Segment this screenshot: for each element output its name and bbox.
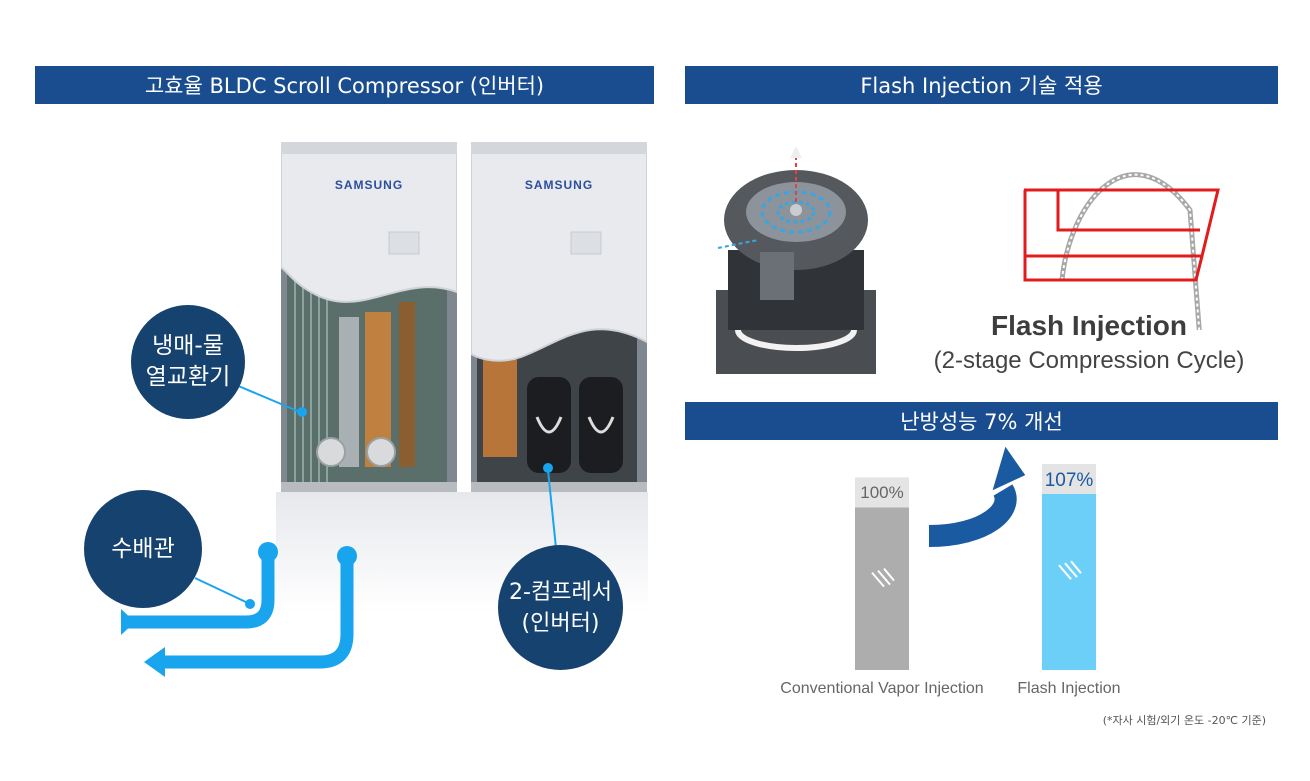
compressor-section-title: 고효율 BLDC Scroll Compressor (인버터): [35, 66, 654, 104]
brand-logo: SAMSUNG: [524, 178, 594, 192]
bar-value-label: 100%: [860, 483, 904, 503]
improvement-arrowhead-icon: [992, 446, 1026, 491]
brand-logo: SAMSUNG: [334, 178, 404, 192]
pipe-outlet-joint: [337, 546, 357, 566]
callout-heat-exchanger: 냉매-물 열교환기: [131, 305, 245, 419]
flash-injection-title: Flash Injection: [990, 310, 1188, 341]
unit-right-illustration: [471, 142, 647, 492]
outdoor-unit-right: SAMSUNG: [471, 142, 647, 492]
callout-text: 2-컴프레서: [509, 579, 612, 605]
pipe-inlet-end-icon: [121, 609, 135, 635]
pipes-layer: [121, 384, 557, 677]
leader-dot: [297, 407, 307, 417]
leader-water-pipe: [194, 577, 249, 604]
unit-left-illustration: [281, 142, 457, 492]
leader-compressor: [547, 469, 557, 549]
scroll-compressor-illustration: [716, 146, 876, 374]
callout-text: 열교환기: [145, 364, 231, 390]
flash-injection-section-title: Flash Injection 기술 적용: [685, 66, 1278, 104]
pressure-enthalpy-diagram: [1023, 172, 1220, 330]
heating-improvement-section-title: 난방성능 7% 개선: [685, 402, 1278, 440]
bar-cap-1: [1042, 464, 1096, 494]
bar-0: [855, 477, 909, 670]
callout-text: 냉매-물: [152, 333, 224, 359]
callout-text: (인버터): [521, 610, 600, 636]
performance-chart: [855, 446, 1096, 670]
callout-compressor: 2-컴프레서 (인버터): [498, 545, 623, 670]
leader-dot: [245, 599, 255, 609]
bar-cap-0: [855, 477, 909, 508]
leader-dot: [543, 463, 553, 473]
bar-value-label: 107%: [1044, 470, 1094, 491]
outdoor-unit-left: SAMSUNG: [281, 142, 457, 492]
bar-category-label: Flash Injection: [1017, 680, 1121, 697]
saturation-curve: [1059, 172, 1202, 330]
pipe-inlet: [128, 552, 275, 629]
airflow-icon: [1058, 560, 1082, 580]
flash-injection-subtitle: (2-stage Compression Cycle): [933, 347, 1245, 374]
chart-footnote: (*자사 시험/외기 온도 -20℃ 기준): [1102, 714, 1266, 727]
pipe-outlet: [165, 556, 354, 669]
leader-heat-exchanger: [235, 384, 301, 413]
improvement-arrow-icon: [928, 484, 1017, 547]
pipe-inlet-joint: [258, 542, 278, 562]
airflow-icon: [871, 567, 895, 588]
bar-category-label: Conventional Vapor Injection: [780, 680, 984, 697]
cycle-outline: [1023, 188, 1220, 258]
callout-water-pipe: 수배관: [84, 490, 202, 608]
pipe-outlet-arrow-icon: [144, 647, 165, 677]
